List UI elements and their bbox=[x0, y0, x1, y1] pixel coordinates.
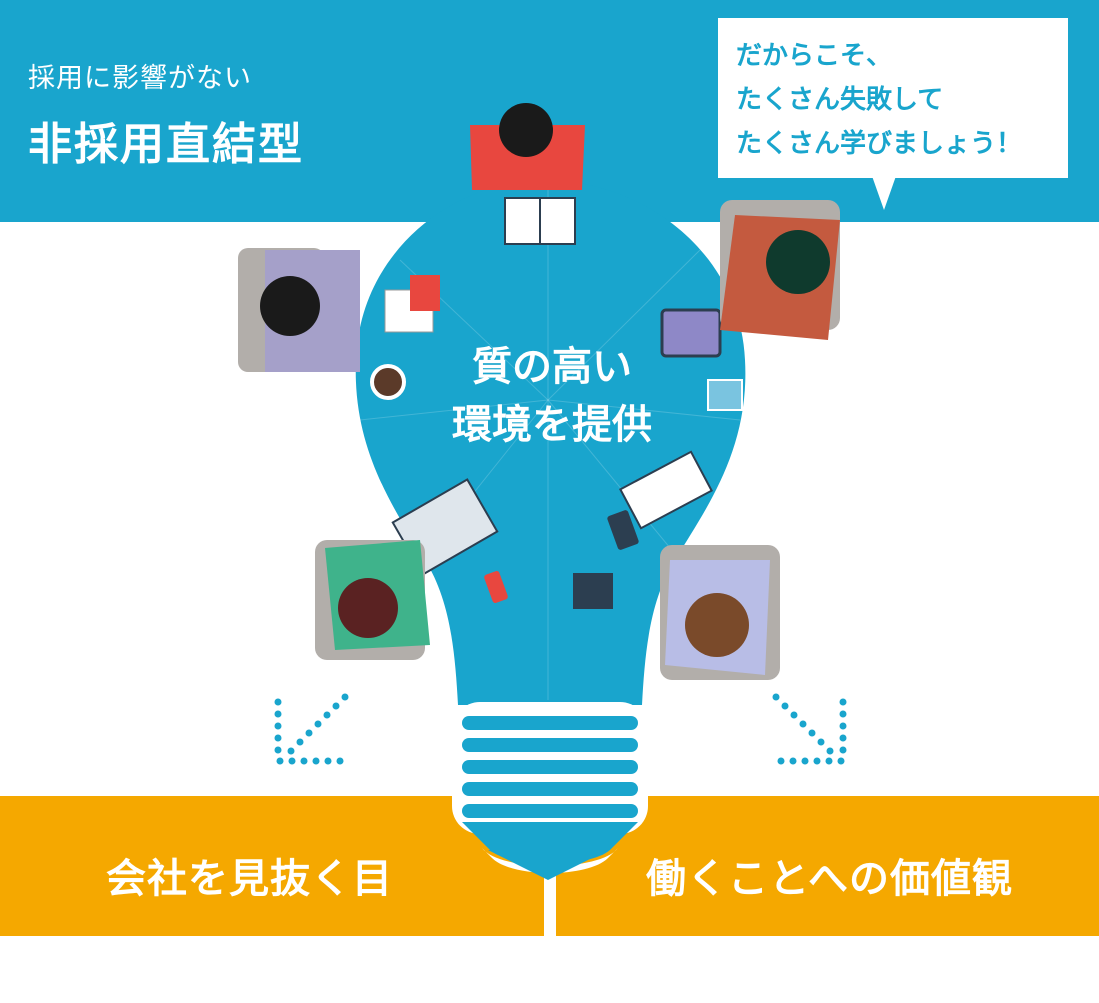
speech-bubble-text: だからこそ、 たくさん失敗して たくさん学びましょう！ bbox=[736, 34, 1022, 166]
person-top bbox=[470, 103, 585, 190]
arrow-down-right-icon bbox=[772, 693, 847, 765]
person-left bbox=[238, 248, 360, 372]
speech-line-1: だからこそ、 bbox=[736, 41, 893, 71]
speech-bubble-tail bbox=[872, 176, 896, 210]
person-right bbox=[720, 200, 840, 340]
center-message: 質の高い 環境を提供 bbox=[392, 338, 712, 454]
outcome-box-right bbox=[556, 796, 1099, 936]
outcome-left-label: 会社を見抜く目 bbox=[106, 856, 393, 902]
speech-line-2: たくさん失敗して bbox=[736, 85, 944, 115]
speech-bubble bbox=[718, 18, 1068, 178]
outcome-right-label: 働くことへの価値観 bbox=[646, 856, 1013, 902]
header-title: 非採用直結型 bbox=[28, 119, 304, 170]
center-line-1: 質の高い bbox=[472, 344, 632, 390]
speech-line-3: たくさん学びましょう！ bbox=[736, 129, 1023, 159]
person-bottom-right bbox=[660, 545, 780, 680]
lightbulb-icon bbox=[355, 180, 746, 936]
header-subtitle: 採用に影響がない bbox=[28, 63, 252, 94]
arrow-down-left-icon bbox=[274, 693, 349, 765]
person-bottom-left bbox=[315, 540, 430, 660]
center-line-2: 環境を提供 bbox=[452, 402, 652, 448]
outcome-box-left bbox=[0, 796, 544, 936]
